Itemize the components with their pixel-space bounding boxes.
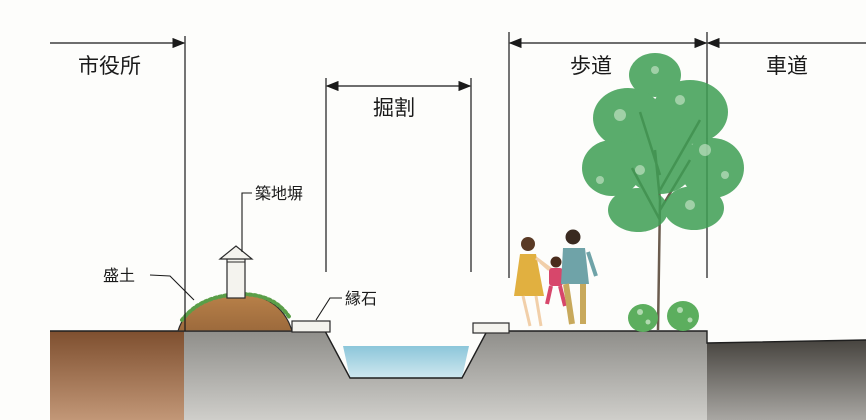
- label-tsuijibei: 築地塀: [255, 184, 303, 203]
- figure-man: [561, 229, 598, 325]
- dimension-arrows: [50, 37, 866, 92]
- figure-woman: [514, 237, 553, 327]
- label-fuchiishi: 縁石: [345, 289, 377, 308]
- label-city-hall: 市役所: [78, 54, 141, 78]
- label-sidewalk: 歩道: [570, 54, 612, 78]
- soil-left: [50, 331, 184, 420]
- leader-tsuijibei: [241, 192, 252, 252]
- leader-fuchiishi: [315, 297, 342, 321]
- boundary-lines: [184, 32, 708, 331]
- label-roadway: 車道: [766, 54, 808, 78]
- water: [343, 346, 469, 378]
- ground: [50, 330, 866, 420]
- road: [707, 340, 866, 420]
- curb-left: [291, 320, 331, 333]
- shrub-icon: [628, 301, 699, 332]
- ground-gray: [184, 331, 707, 420]
- leader-lines: [149, 192, 342, 321]
- leader-morido: [149, 274, 195, 301]
- label-excavation: 掘割: [373, 96, 415, 120]
- curb-right: [472, 322, 510, 334]
- family-figures: [514, 229, 598, 327]
- tree-icon: [582, 53, 744, 331]
- label-morido: 盛土: [103, 266, 135, 285]
- wall-roof-icon: [218, 245, 254, 299]
- mound: [177, 291, 293, 332]
